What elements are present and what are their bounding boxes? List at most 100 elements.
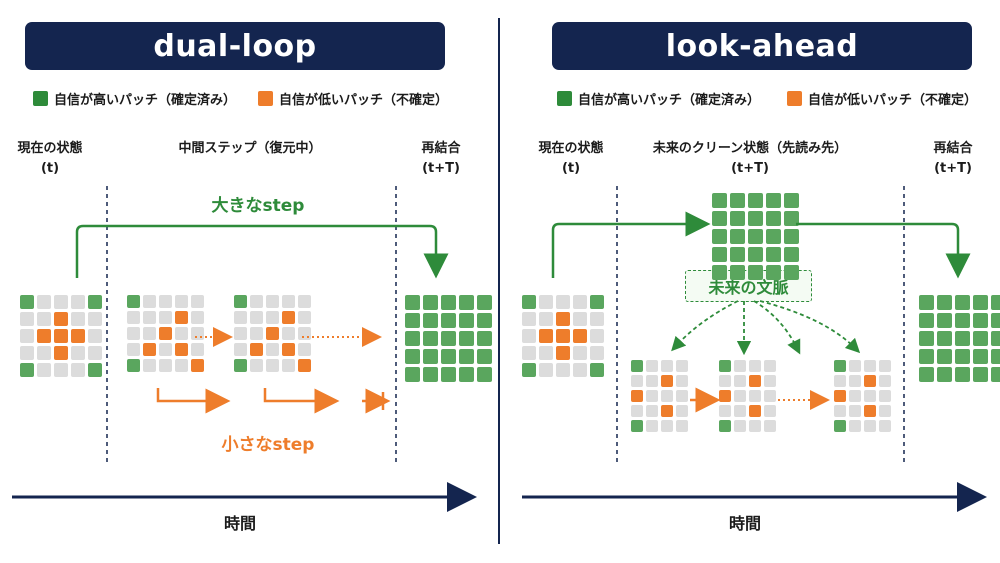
patch-high [477, 331, 492, 346]
patch-empty [539, 346, 553, 360]
legend-high-right: 自信が高いパッチ（確定済み） [557, 89, 760, 108]
patch-low [556, 346, 570, 360]
patch-high [955, 349, 970, 364]
patch-empty [175, 295, 188, 308]
patch-low [661, 375, 673, 387]
patch-high [459, 331, 474, 346]
patch-empty [631, 405, 643, 417]
patch-empty [676, 360, 688, 372]
patch-empty [88, 346, 102, 360]
patch-empty [298, 295, 311, 308]
patch-empty [849, 375, 861, 387]
patch-empty [676, 405, 688, 417]
patch-empty [764, 420, 776, 432]
patch-low [266, 327, 279, 340]
patch-high [991, 349, 1000, 364]
patch-high [730, 229, 745, 244]
patch-empty [764, 375, 776, 387]
patch-empty [764, 390, 776, 402]
patch-high [973, 349, 988, 364]
header-future: 未来のクリーン状態（先読み先） (t+T) [653, 139, 847, 179]
patch-high [937, 349, 952, 364]
header-current-text: 現在の状態 [538, 141, 604, 156]
legend-high-left: 自信が高いパッチ（確定済み） [33, 89, 236, 108]
patch-high [955, 295, 970, 310]
patch-high [423, 367, 438, 382]
patch-empty [734, 360, 746, 372]
dual-loop-title-text: dual-loop [153, 28, 317, 64]
patch-empty [719, 405, 731, 417]
patch-empty [646, 405, 658, 417]
patch-high [730, 211, 745, 226]
legend-low-left: 自信が低いパッチ（不確定） [258, 89, 448, 108]
patch-empty [127, 327, 140, 340]
patch-empty [849, 390, 861, 402]
patch-high [441, 331, 456, 346]
patch-empty [266, 359, 279, 372]
patch-low [191, 359, 204, 372]
patch-high [730, 193, 745, 208]
big-step-label: 大きなstep [211, 196, 305, 216]
patch-high [991, 331, 1000, 346]
grid-recombine-left [405, 295, 492, 382]
patch-empty [849, 420, 861, 432]
patch-high [937, 331, 952, 346]
legend-low-text: 自信が低いパッチ（不確定） [808, 93, 978, 108]
grid-middle-1 [127, 295, 204, 372]
patch-empty [20, 312, 34, 326]
patch-empty [282, 327, 295, 340]
patch-low [631, 390, 643, 402]
patch-empty [159, 295, 172, 308]
patch-empty [849, 360, 861, 372]
patch-high [834, 360, 846, 372]
green-square-icon [557, 91, 572, 106]
patch-high [937, 313, 952, 328]
patch-high [712, 211, 727, 226]
green-square-icon [33, 91, 48, 106]
patch-empty [864, 420, 876, 432]
time-axis-label-left: 時間 [223, 514, 257, 533]
patch-high [937, 295, 952, 310]
patch-empty [250, 327, 263, 340]
patch-empty [159, 343, 172, 356]
patch-empty [590, 329, 604, 343]
patch-high [522, 295, 536, 309]
patch-high [441, 313, 456, 328]
patch-empty [864, 360, 876, 372]
patch-low [159, 327, 172, 340]
patch-high [719, 420, 731, 432]
patch-empty [191, 295, 204, 308]
patch-low [282, 311, 295, 324]
grid-current-left [20, 295, 102, 377]
patch-low [749, 405, 761, 417]
orange-square-icon [258, 91, 273, 106]
patch-low [143, 343, 156, 356]
patch-empty [573, 346, 587, 360]
header-recombine-t: (t+T) [934, 161, 972, 176]
header-recombine-right: 再結合 (t+T) [933, 139, 972, 179]
header-middle: 中間ステップ（復元中） [178, 139, 321, 159]
patch-empty [676, 375, 688, 387]
patch-empty [143, 359, 156, 372]
patch-empty [631, 375, 643, 387]
patch-low [864, 405, 876, 417]
patch-high [766, 247, 781, 262]
patch-high [631, 420, 643, 432]
patch-empty [143, 311, 156, 324]
patch-empty [590, 346, 604, 360]
patch-high [919, 349, 934, 364]
small-step-label: 小さなstep [221, 435, 315, 455]
patch-high [441, 295, 456, 310]
patch-high [712, 247, 727, 262]
patch-high [423, 295, 438, 310]
patch-high [955, 331, 970, 346]
patch-empty [266, 343, 279, 356]
patch-high [955, 313, 970, 328]
context-arrow [753, 300, 801, 355]
patch-high [730, 265, 745, 280]
patch-empty [646, 390, 658, 402]
patch-empty [764, 405, 776, 417]
header-current-right: 現在の状態 (t) [538, 139, 603, 179]
orange-square-icon [787, 91, 802, 106]
patch-high [919, 313, 934, 328]
